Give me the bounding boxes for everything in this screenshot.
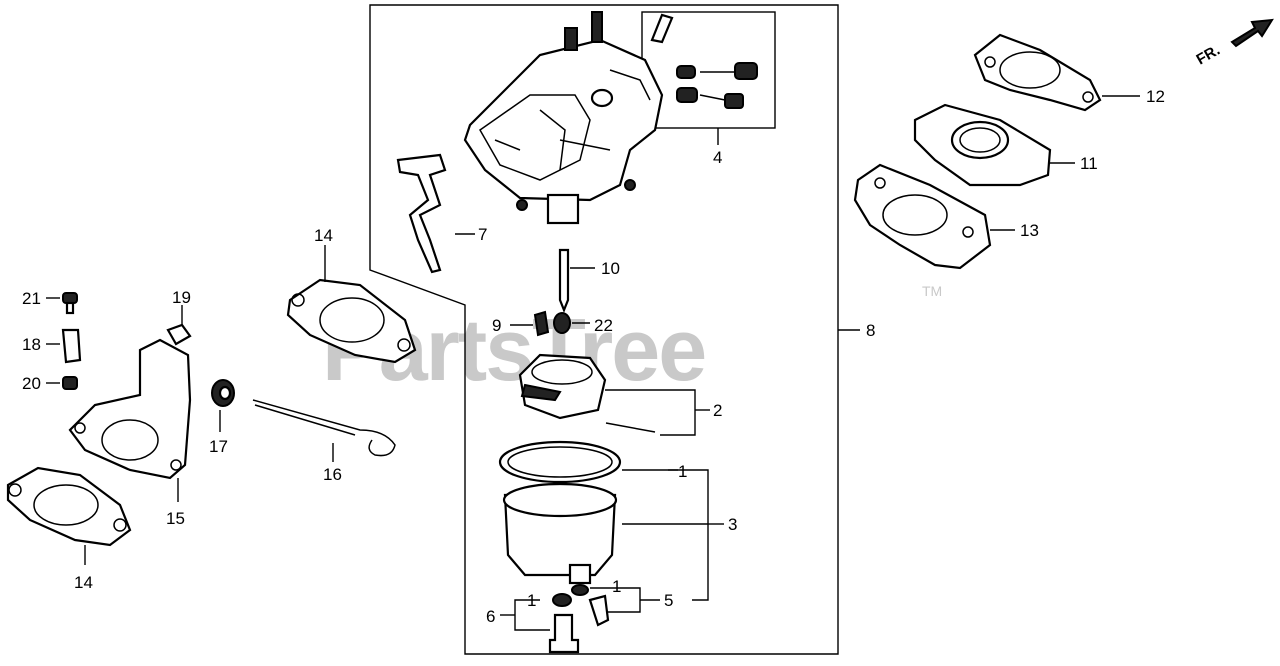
callout-13: 13 [1020, 221, 1039, 240]
callout-11: 11 [1080, 154, 1098, 173]
drain-bolts-parts-5-6 [500, 584, 660, 654]
callout-21: 21 [22, 289, 41, 308]
bolts-parts-18-20-21 [46, 292, 82, 390]
callout-4: 4 [713, 148, 722, 167]
front-direction-indicator: FR. [1194, 18, 1274, 69]
gasket-part-12 [973, 33, 1140, 112]
part-4-screws [650, 13, 758, 109]
grommet-part-17 [211, 379, 235, 432]
callout-2: 2 [713, 401, 722, 420]
assembly-frame [369, 4, 839, 655]
gasket-part-13 [853, 163, 1015, 270]
float-bowl-part-3 [498, 440, 724, 601]
callout-labels: 4 7 10 9 22 8 2 1 3 1 5 1 6 12 11 13 14 … [22, 87, 1165, 626]
choke-arm-part-7 [396, 153, 475, 274]
callout-10: 10 [601, 259, 620, 278]
gasket-part-14-upper [286, 245, 417, 364]
callout-1a: 1 [678, 462, 687, 481]
insulator-part-11 [913, 103, 1075, 187]
choke-rod-part-16 [252, 399, 396, 462]
bracket-part-15 [68, 338, 192, 502]
float-part-2 [518, 353, 710, 436]
callout-1b: 1 [612, 577, 621, 596]
callout-18: 18 [22, 335, 41, 354]
watermark: PartsTree TM [322, 283, 942, 399]
gasket-part-14-lower [6, 466, 132, 565]
callout-19: 19 [172, 288, 191, 307]
callout-9: 9 [492, 316, 501, 335]
carburetor-body [463, 11, 664, 225]
callout-5: 5 [664, 591, 673, 610]
callout-8: 8 [866, 321, 875, 340]
callout-16: 16 [323, 465, 342, 484]
callout-12: 12 [1146, 87, 1165, 106]
callout-14-lower: 14 [74, 573, 93, 592]
callout-3: 3 [728, 515, 737, 534]
watermark-trademark: TM [922, 283, 942, 299]
front-label: FR. [1194, 42, 1223, 69]
float-needle-part-10 [558, 248, 595, 313]
callout-22: 22 [594, 316, 613, 335]
callout-14-upper: 14 [314, 226, 333, 245]
parts-9-22 [510, 310, 590, 337]
callout-6: 6 [486, 607, 495, 626]
callout-20: 20 [22, 374, 41, 393]
callout-15: 15 [166, 509, 185, 528]
callout-7: 7 [478, 225, 487, 244]
clip-part-19 [166, 305, 192, 346]
callout-17: 17 [209, 437, 228, 456]
callout-1c: 1 [527, 591, 536, 610]
